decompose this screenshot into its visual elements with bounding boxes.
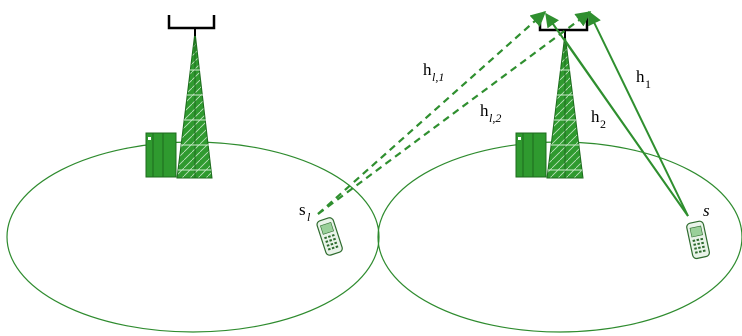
mobile-phone-icon xyxy=(686,220,710,260)
base-station-left xyxy=(145,15,216,179)
link-s-to-tower xyxy=(564,39,689,217)
link-h-l1 xyxy=(317,10,547,215)
base-station-tower-icon xyxy=(546,33,584,179)
mobile-phone-icon xyxy=(316,217,343,256)
label-h-l1: h l,1 xyxy=(423,60,444,84)
svg-text:s: s xyxy=(703,201,710,220)
label-h2: h 2 xyxy=(591,107,606,131)
equipment-cabinet-left xyxy=(145,132,177,178)
link-h1 xyxy=(588,10,689,217)
svg-text:2: 2 xyxy=(600,117,606,131)
svg-text:1: 1 xyxy=(645,77,651,91)
svg-text:h: h xyxy=(480,101,489,120)
label-h1: h 1 xyxy=(636,67,651,91)
svg-text:h: h xyxy=(591,107,600,126)
svg-text:l: l xyxy=(307,210,311,224)
antenna-icon xyxy=(167,15,216,36)
link-h-l2 xyxy=(317,11,592,215)
svg-text:l,2: l,2 xyxy=(489,111,501,125)
svg-text:h: h xyxy=(636,67,645,86)
equipment-cabinet-right xyxy=(515,132,547,178)
svg-text:h: h xyxy=(423,60,432,79)
label-s: s xyxy=(703,201,710,220)
base-station-tower-icon xyxy=(176,31,213,179)
label-h-l2: h l,2 xyxy=(480,101,501,125)
svg-text:l,1: l,1 xyxy=(432,70,444,84)
svg-text:s: s xyxy=(299,200,306,219)
label-s-l: s l xyxy=(299,200,311,224)
